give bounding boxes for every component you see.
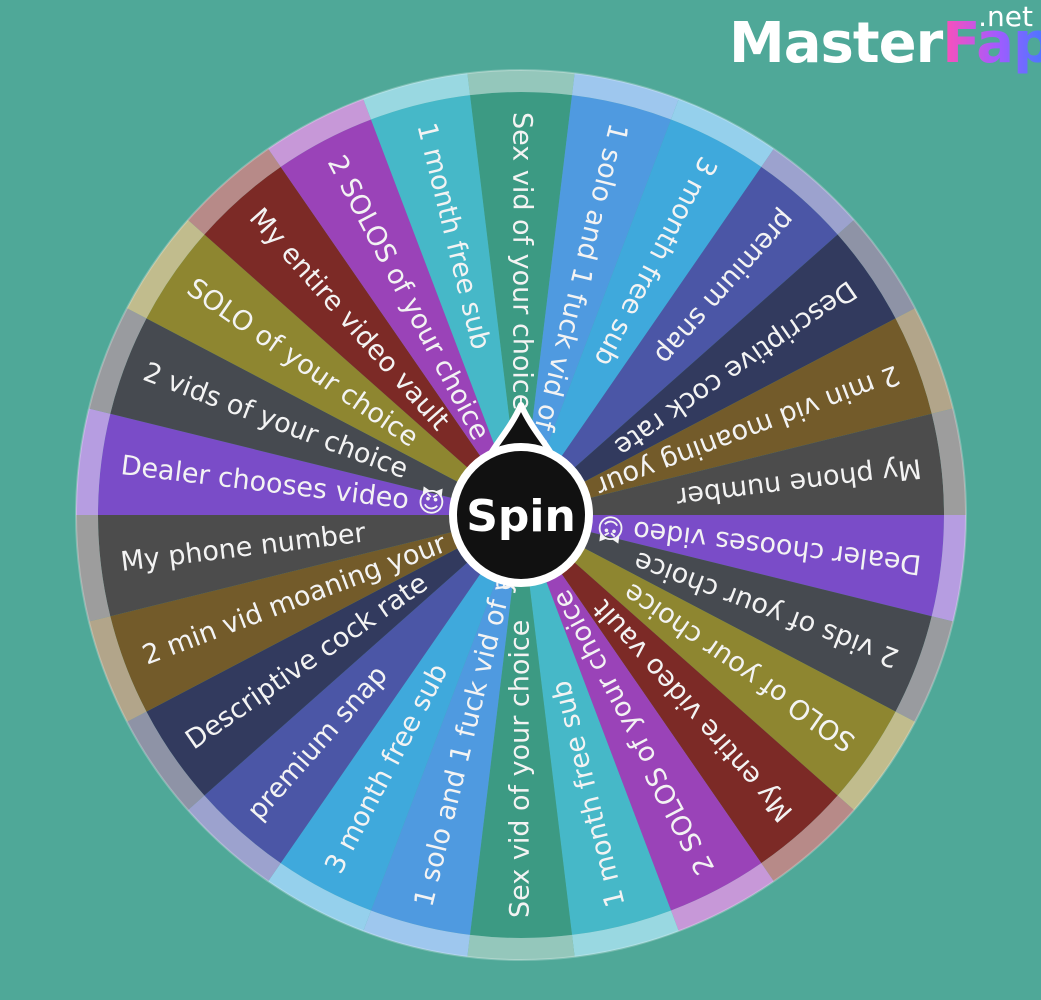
wheel-rim-segment — [837, 711, 916, 811]
wheel-segment — [521, 515, 762, 911]
wheel-segment — [470, 515, 572, 938]
wheel-rim-segment — [931, 515, 966, 622]
wheel-rim-segment — [187, 148, 281, 235]
wheel-segment — [371, 95, 521, 515]
spin-button-label: Spin — [466, 491, 576, 542]
wheel-segment — [521, 119, 762, 515]
wheel-rim-segment — [571, 73, 679, 120]
wheel-segment — [98, 515, 521, 617]
wheel-rim-segment — [187, 795, 281, 882]
watermark-fap-text: Fap — [942, 11, 1041, 76]
wheel-segment — [521, 413, 944, 515]
wheel-segment — [521, 95, 671, 515]
wheel-segment — [110, 515, 521, 712]
wheel-rim-segment — [670, 863, 774, 932]
wheel-rim-segment — [268, 98, 372, 167]
wheel-segment — [146, 515, 521, 796]
wheel-segment — [521, 166, 838, 515]
wheel-segment — [204, 166, 521, 515]
wheel-rim-segment — [76, 408, 111, 515]
wheel-segment — [371, 515, 521, 935]
wheel-segment — [204, 515, 521, 864]
wheel-rim-segment — [931, 408, 966, 515]
wheel-segment — [470, 91, 572, 515]
wheel-rim-segment — [126, 219, 205, 319]
wheel-rim-segment — [467, 934, 575, 960]
wheel-rim-segment — [88, 616, 147, 722]
wheel-rim-segment — [363, 73, 471, 120]
wheel-segment — [280, 119, 521, 515]
wheel-rim-segment — [761, 795, 855, 882]
watermark-logo: MasterFap — [729, 12, 1041, 76]
wheel-segment-label: Sex vid of your choice — [505, 620, 536, 918]
wheel-segment — [280, 515, 521, 911]
wheel-rim-segment — [761, 148, 855, 235]
wheel-segment — [521, 515, 944, 617]
wheel-rim-segment — [363, 910, 471, 957]
wheel-segment-label: Sex vid of your choice — [507, 112, 538, 410]
wheel-segment — [521, 515, 671, 935]
wheel-segment — [521, 515, 838, 864]
wheel-rim-segment — [837, 219, 916, 319]
wheel-rim-segment — [571, 910, 679, 957]
spin-button[interactable]: Spin — [449, 402, 593, 587]
wheel-rim-segment — [895, 308, 954, 414]
wheel-rim-segment — [88, 308, 147, 414]
wheel-segment — [146, 234, 521, 515]
wheel-segment — [521, 515, 896, 796]
wheel-segment — [110, 318, 521, 515]
wheel-rim-segment — [467, 69, 575, 96]
wheel-segment — [98, 413, 521, 515]
watermark-tld-text: .net — [978, 0, 1033, 33]
wheel-segment — [521, 234, 896, 515]
site-watermark: MasterFap .net — [729, 0, 1041, 86]
wheel-rim-segment — [895, 616, 954, 722]
wheel-rim-segment — [670, 98, 774, 167]
wheel-rim-segment — [76, 515, 111, 622]
wheel-rim-segment — [126, 711, 205, 811]
wheel-rim-segment — [268, 863, 372, 932]
watermark-master-text: Master — [729, 11, 943, 76]
wheel-segment — [521, 318, 932, 515]
wheel-segment — [521, 515, 932, 712]
wheel-outer-edge — [75, 69, 967, 961]
